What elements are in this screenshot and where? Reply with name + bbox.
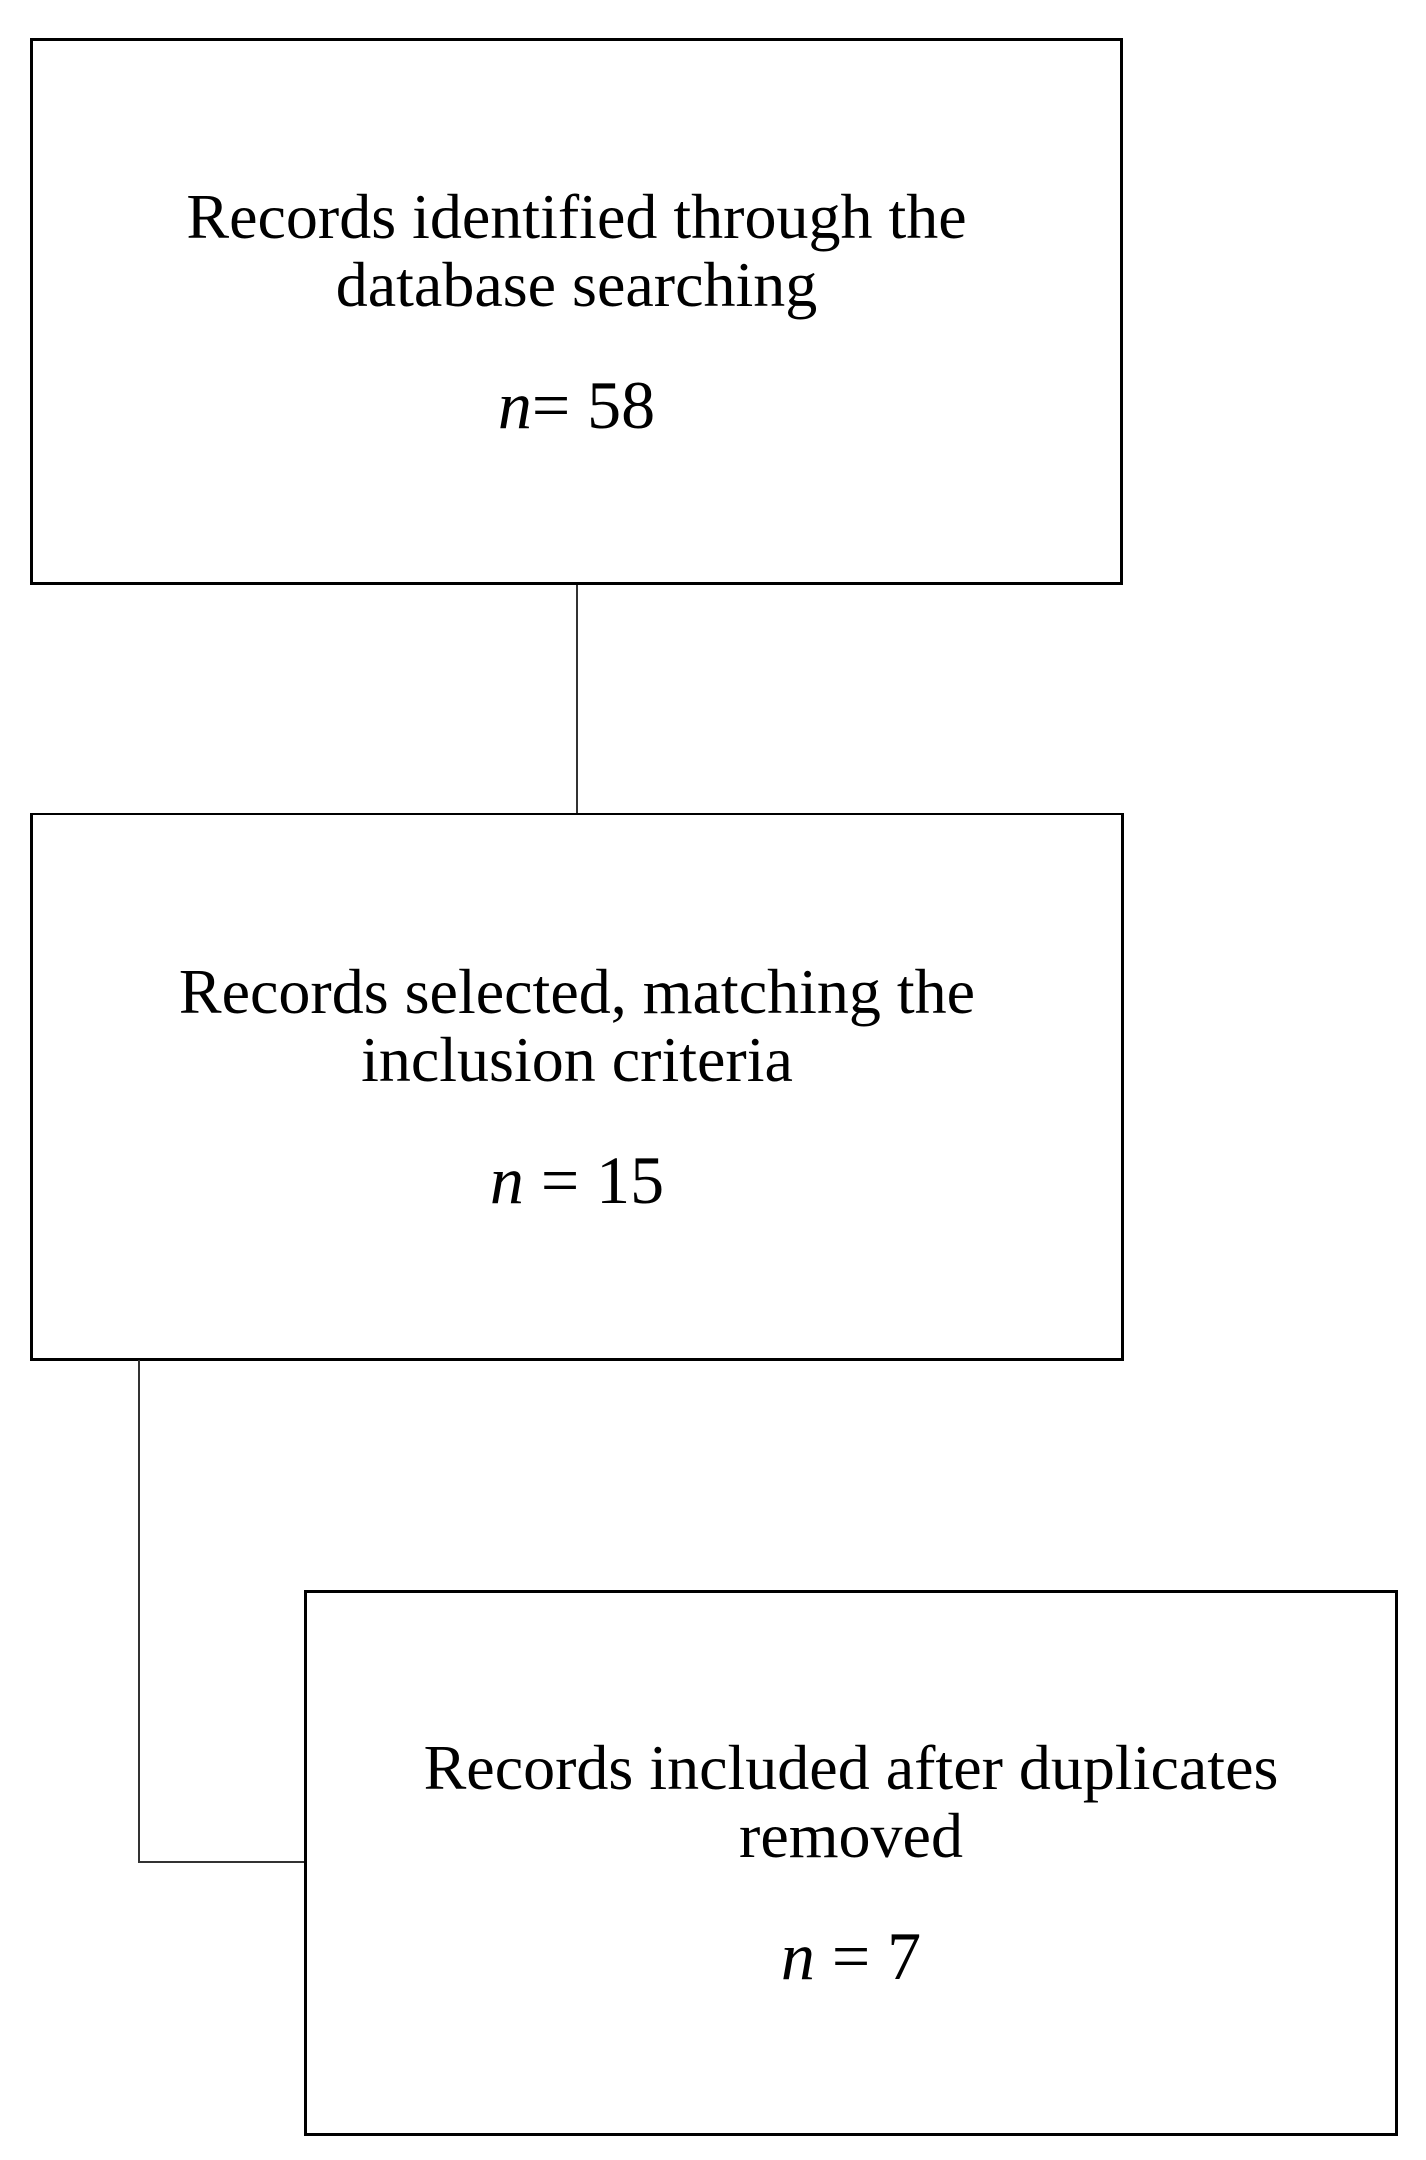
flow-box-records-identified: Records identified through the database …	[30, 38, 1123, 585]
box-title-line1: Records included after duplicates	[423, 1732, 1279, 1803]
box-title: Records selected, matching the inclusion…	[178, 955, 976, 1095]
count-value: = 15	[523, 1141, 665, 1218]
count-n-symbol: n	[780, 1918, 815, 1994]
connector-identified-to-selected	[576, 585, 578, 814]
box-count: n= 58	[498, 369, 655, 441]
count-value: = 58	[531, 366, 656, 443]
box-title-line2: inclusion criteria	[361, 1023, 793, 1095]
flow-box-records-included: Records included after duplicates remove…	[304, 1590, 1398, 2136]
box-title-line2: removed	[739, 1800, 963, 1871]
box-count: n = 7	[781, 1920, 921, 1992]
box-title-line1: Records selected, matching the	[178, 955, 976, 1027]
connector-selected-to-included-vertical	[138, 1360, 140, 1863]
flow-box-records-selected: Records selected, matching the inclusion…	[30, 813, 1124, 1361]
box-title: Records included after duplicates remove…	[424, 1734, 1279, 1870]
box-title-line2: database searching	[335, 248, 818, 320]
box-count: n = 15	[490, 1144, 664, 1216]
box-title: Records identified through the database …	[186, 180, 967, 320]
box-title-line1: Records identified through the	[186, 180, 967, 252]
connector-selected-to-included-horizontal	[138, 1861, 305, 1863]
count-value: = 7	[814, 1918, 922, 1994]
count-n-symbol: n	[497, 366, 532, 443]
count-n-symbol: n	[489, 1141, 524, 1218]
